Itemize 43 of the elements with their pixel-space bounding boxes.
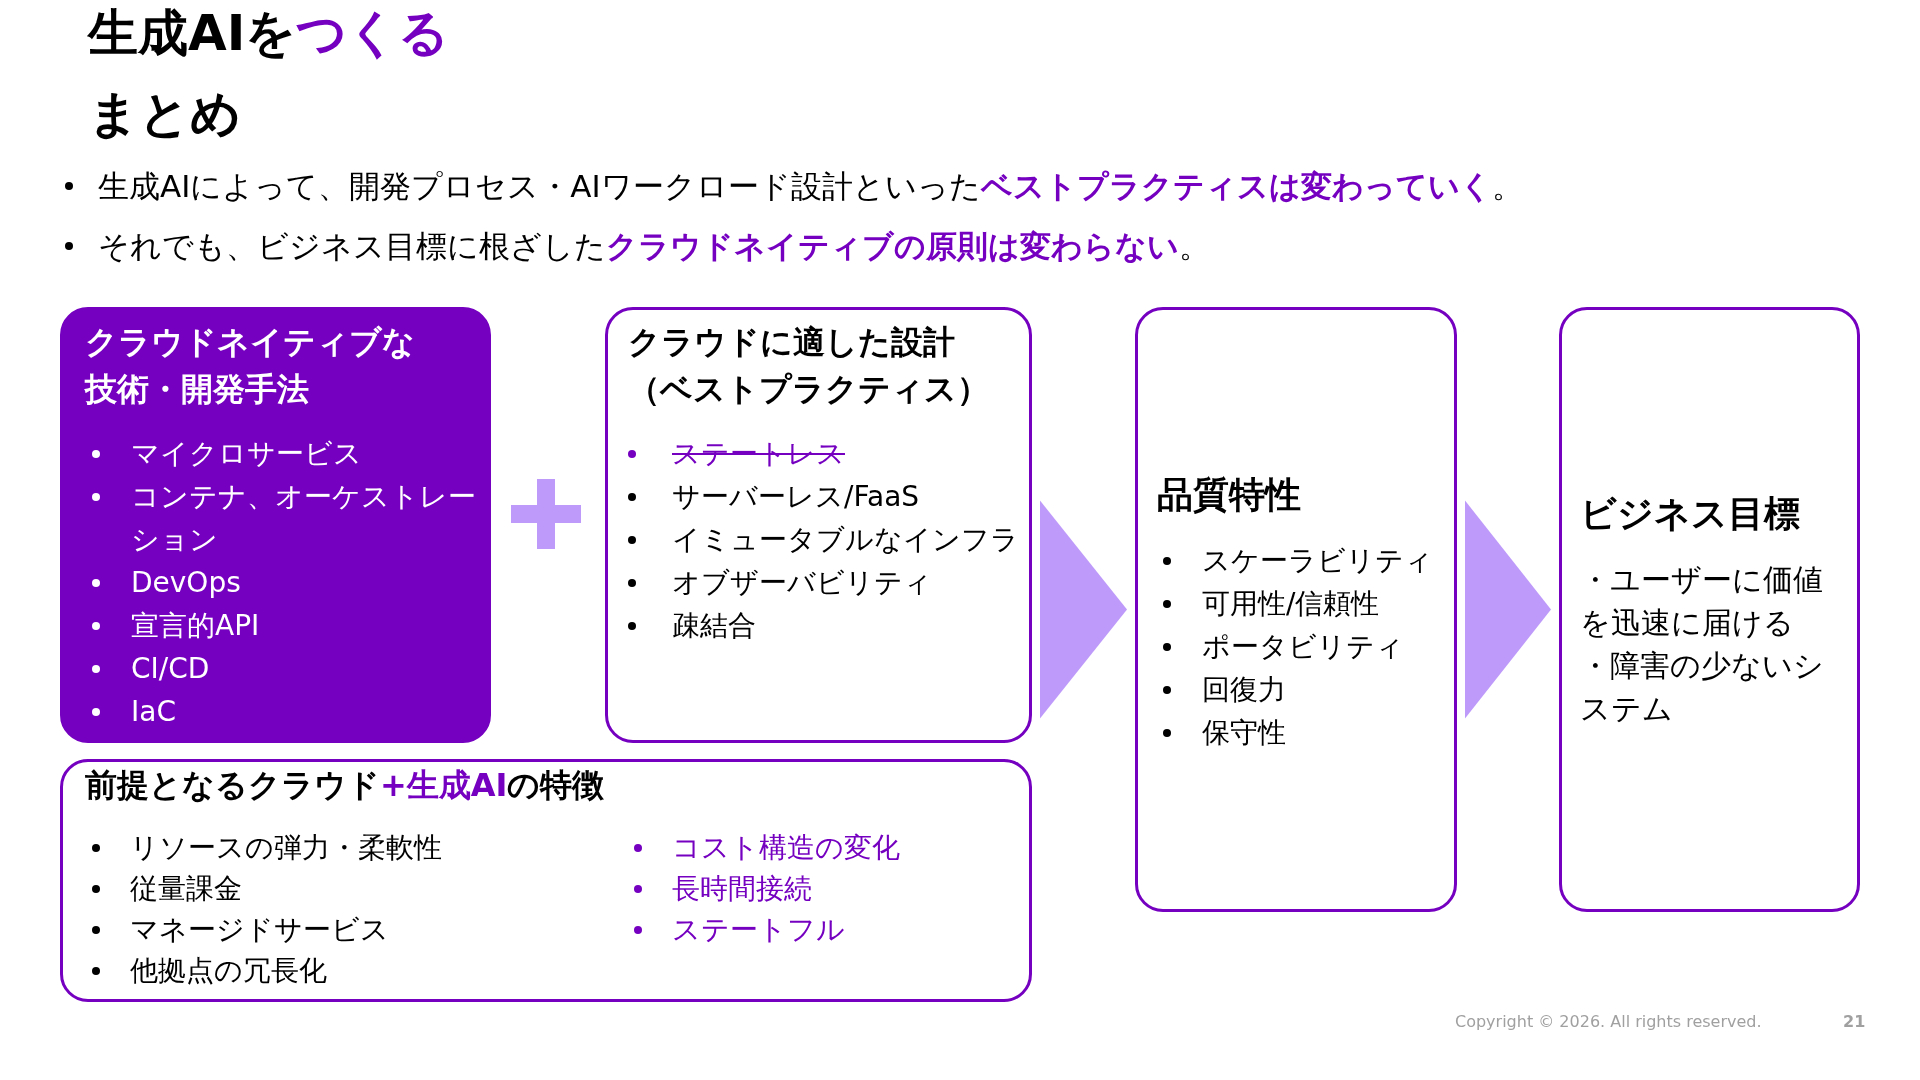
slide-subtitle: まとめ: [88, 84, 241, 144]
box-heading: 前提となるクラウド+生成AIの特徴: [85, 765, 606, 806]
list-item: 従量課金: [130, 871, 243, 907]
list-item: スケーラビリティ: [1202, 543, 1434, 579]
list-item: オブザーバビリティ: [672, 565, 933, 601]
body-text: ・障害の少ないシステム: [1580, 647, 1825, 728]
list-item: 長時間接続: [672, 871, 813, 907]
list-item: 可用性/信頼性: [1202, 586, 1381, 622]
list-item: CI/CD: [131, 651, 211, 687]
chevron-arrow: [1040, 500, 1127, 719]
list-item: ステートフル: [672, 912, 846, 948]
list-item: 宣言的API: [131, 608, 261, 644]
box-heading: 品質特性: [1157, 473, 1302, 517]
list-item: マネージドサービス: [130, 912, 390, 948]
list-item: DevOps: [131, 565, 242, 601]
bullet-text: 生成AIによって、開発プロセス・AIワークロード設計といったベストプラクティスは変わっていく。: [98, 167, 1523, 206]
list-item: 保守性: [1202, 715, 1287, 751]
list-item: ポータビリティ: [1202, 629, 1405, 665]
chevron-arrow: [1465, 500, 1551, 719]
rounded-box: [1559, 307, 1860, 912]
page-number: 21: [1843, 1011, 1866, 1033]
box-heading: クラウドネイティブな技術・開発手法: [85, 322, 415, 410]
copyright-text: Copyright © 2026. All rights reserved.: [1455, 1011, 1762, 1033]
rounded-box: [1135, 307, 1457, 912]
list-item: 他拠点の冗長化: [130, 953, 328, 989]
list-item: コスト構造の変化: [672, 830, 901, 866]
list-item: サーバーレス/FaaS: [672, 479, 921, 515]
box-heading: ビジネス目標: [1580, 492, 1801, 536]
list-item: IaC: [131, 694, 177, 730]
bullet-text: それでも、ビジネス目標に根ざしたクラウドネイティブの原則は変わらない。: [98, 227, 1210, 266]
box-heading: クラウドに適した設計（ベストプラクティス）: [628, 322, 990, 410]
rounded-box: [605, 307, 1032, 743]
list-item: ステートレス: [672, 436, 845, 472]
list-item: 回復力: [1202, 672, 1287, 708]
filled-panel: [60, 307, 491, 743]
body-text: ・ユーザーに価値を迅速に届ける: [1580, 561, 1824, 642]
list-item: イミュータブルなインフラ: [672, 522, 1020, 558]
list-item: マイクロサービス: [131, 436, 363, 472]
list-item: リソースの弾力・柔軟性: [130, 830, 443, 866]
list-item: コンテナ、オーケストレーション: [131, 479, 477, 558]
rounded-box: [60, 759, 1032, 1002]
list-item: 疎結合: [672, 608, 757, 644]
slide-title: 生成AIをつくる: [88, 3, 450, 63]
